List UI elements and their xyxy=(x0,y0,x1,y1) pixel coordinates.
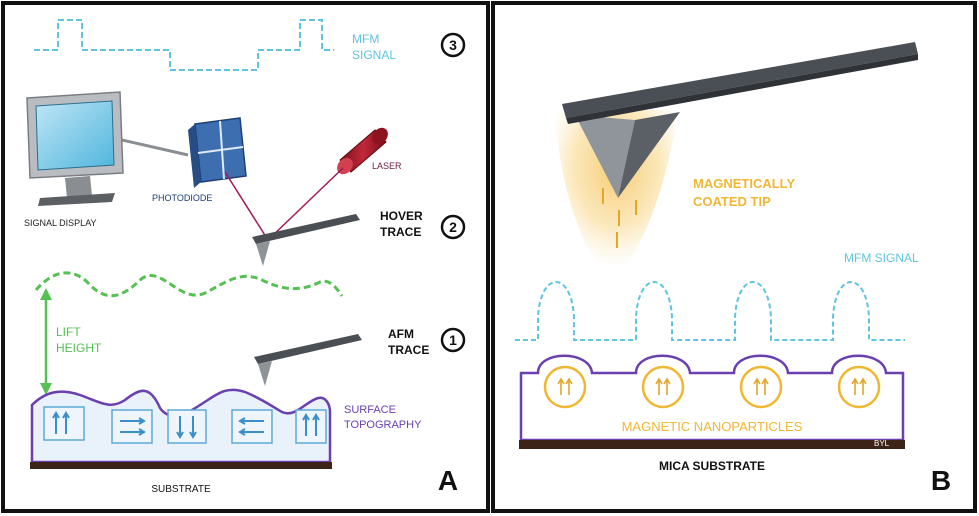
hover-trace-label-2: TRACE xyxy=(380,225,421,239)
lift-height-label-2: HEIGHT xyxy=(56,341,102,355)
domain-right xyxy=(111,409,153,444)
step-1-badge xyxy=(440,327,466,353)
nanoparticle-1 xyxy=(543,365,587,409)
mfm-signal-wave-b xyxy=(515,281,905,341)
coated-tip-label-2: COATED TIP xyxy=(693,194,771,209)
lift-height-arrow xyxy=(40,288,52,395)
substrate-bar-a xyxy=(30,462,332,469)
mfm-signal-label-a2: SIGNAL xyxy=(352,48,396,62)
hover-trace-label-1: HOVER xyxy=(380,209,423,223)
mica-substrate-label: MICA SUBSTRATE xyxy=(659,459,765,473)
step-1-number: 1 xyxy=(449,332,457,348)
surface-topography-label-2: TOPOGRAPHY xyxy=(344,419,422,431)
cantilever-b xyxy=(562,42,918,124)
laser-icon xyxy=(337,127,388,175)
afm-trace-label-1: AFM xyxy=(388,327,414,341)
panel-a-letter: A xyxy=(438,465,458,496)
coated-tip-label-1: MAGNETICALLY xyxy=(693,176,795,191)
laser-beam-incident xyxy=(267,167,344,241)
step-3-number: 3 xyxy=(449,37,457,53)
afm-trace-label-2: TRACE xyxy=(388,343,429,357)
signal-cable xyxy=(121,138,189,157)
hover-cantilever xyxy=(252,214,360,266)
nanoparticle-2 xyxy=(641,365,685,409)
photodiode-icon xyxy=(188,117,247,188)
nanoparticles-label: MAGNETIC NANOPARTICLES xyxy=(622,419,803,434)
domain-left xyxy=(231,409,273,444)
laser-beam-reflected xyxy=(224,171,269,241)
nanoparticle-3 xyxy=(739,365,783,409)
lift-height-label-1: LIFT xyxy=(56,325,81,339)
nanoparticle-layer xyxy=(519,354,905,442)
step-2-badge xyxy=(440,214,466,240)
byl-initials: BYL xyxy=(874,439,890,448)
step-2-number: 2 xyxy=(449,219,457,235)
photodiode-label: PHOTODIODE xyxy=(152,193,212,203)
afm-cantilever xyxy=(254,334,362,386)
mfm-signal-label-a1: MFM xyxy=(352,32,379,46)
monitor-icon xyxy=(26,91,124,206)
domain-down xyxy=(167,409,207,444)
domain-up-1 xyxy=(43,406,85,441)
domain-up-2 xyxy=(295,409,327,444)
step-3-badge xyxy=(440,32,466,58)
lift-trace xyxy=(34,271,344,298)
panel-b-letter: B xyxy=(931,465,951,496)
mfm-square-wave xyxy=(34,19,334,71)
signal-display-label: SIGNAL DISPLAY xyxy=(24,218,97,228)
laser-label: LASER xyxy=(372,161,402,171)
substrate-label: SUBSTRATE xyxy=(151,484,211,495)
mfm-signal-label-b: MFM SIGNAL xyxy=(844,251,919,265)
tip-field-lines xyxy=(602,188,637,248)
substrate-bar-b xyxy=(519,440,905,449)
coated-tip xyxy=(575,112,680,198)
surface-topography-label-1: SURFACE xyxy=(344,404,396,416)
nanoparticle-4 xyxy=(837,365,881,409)
